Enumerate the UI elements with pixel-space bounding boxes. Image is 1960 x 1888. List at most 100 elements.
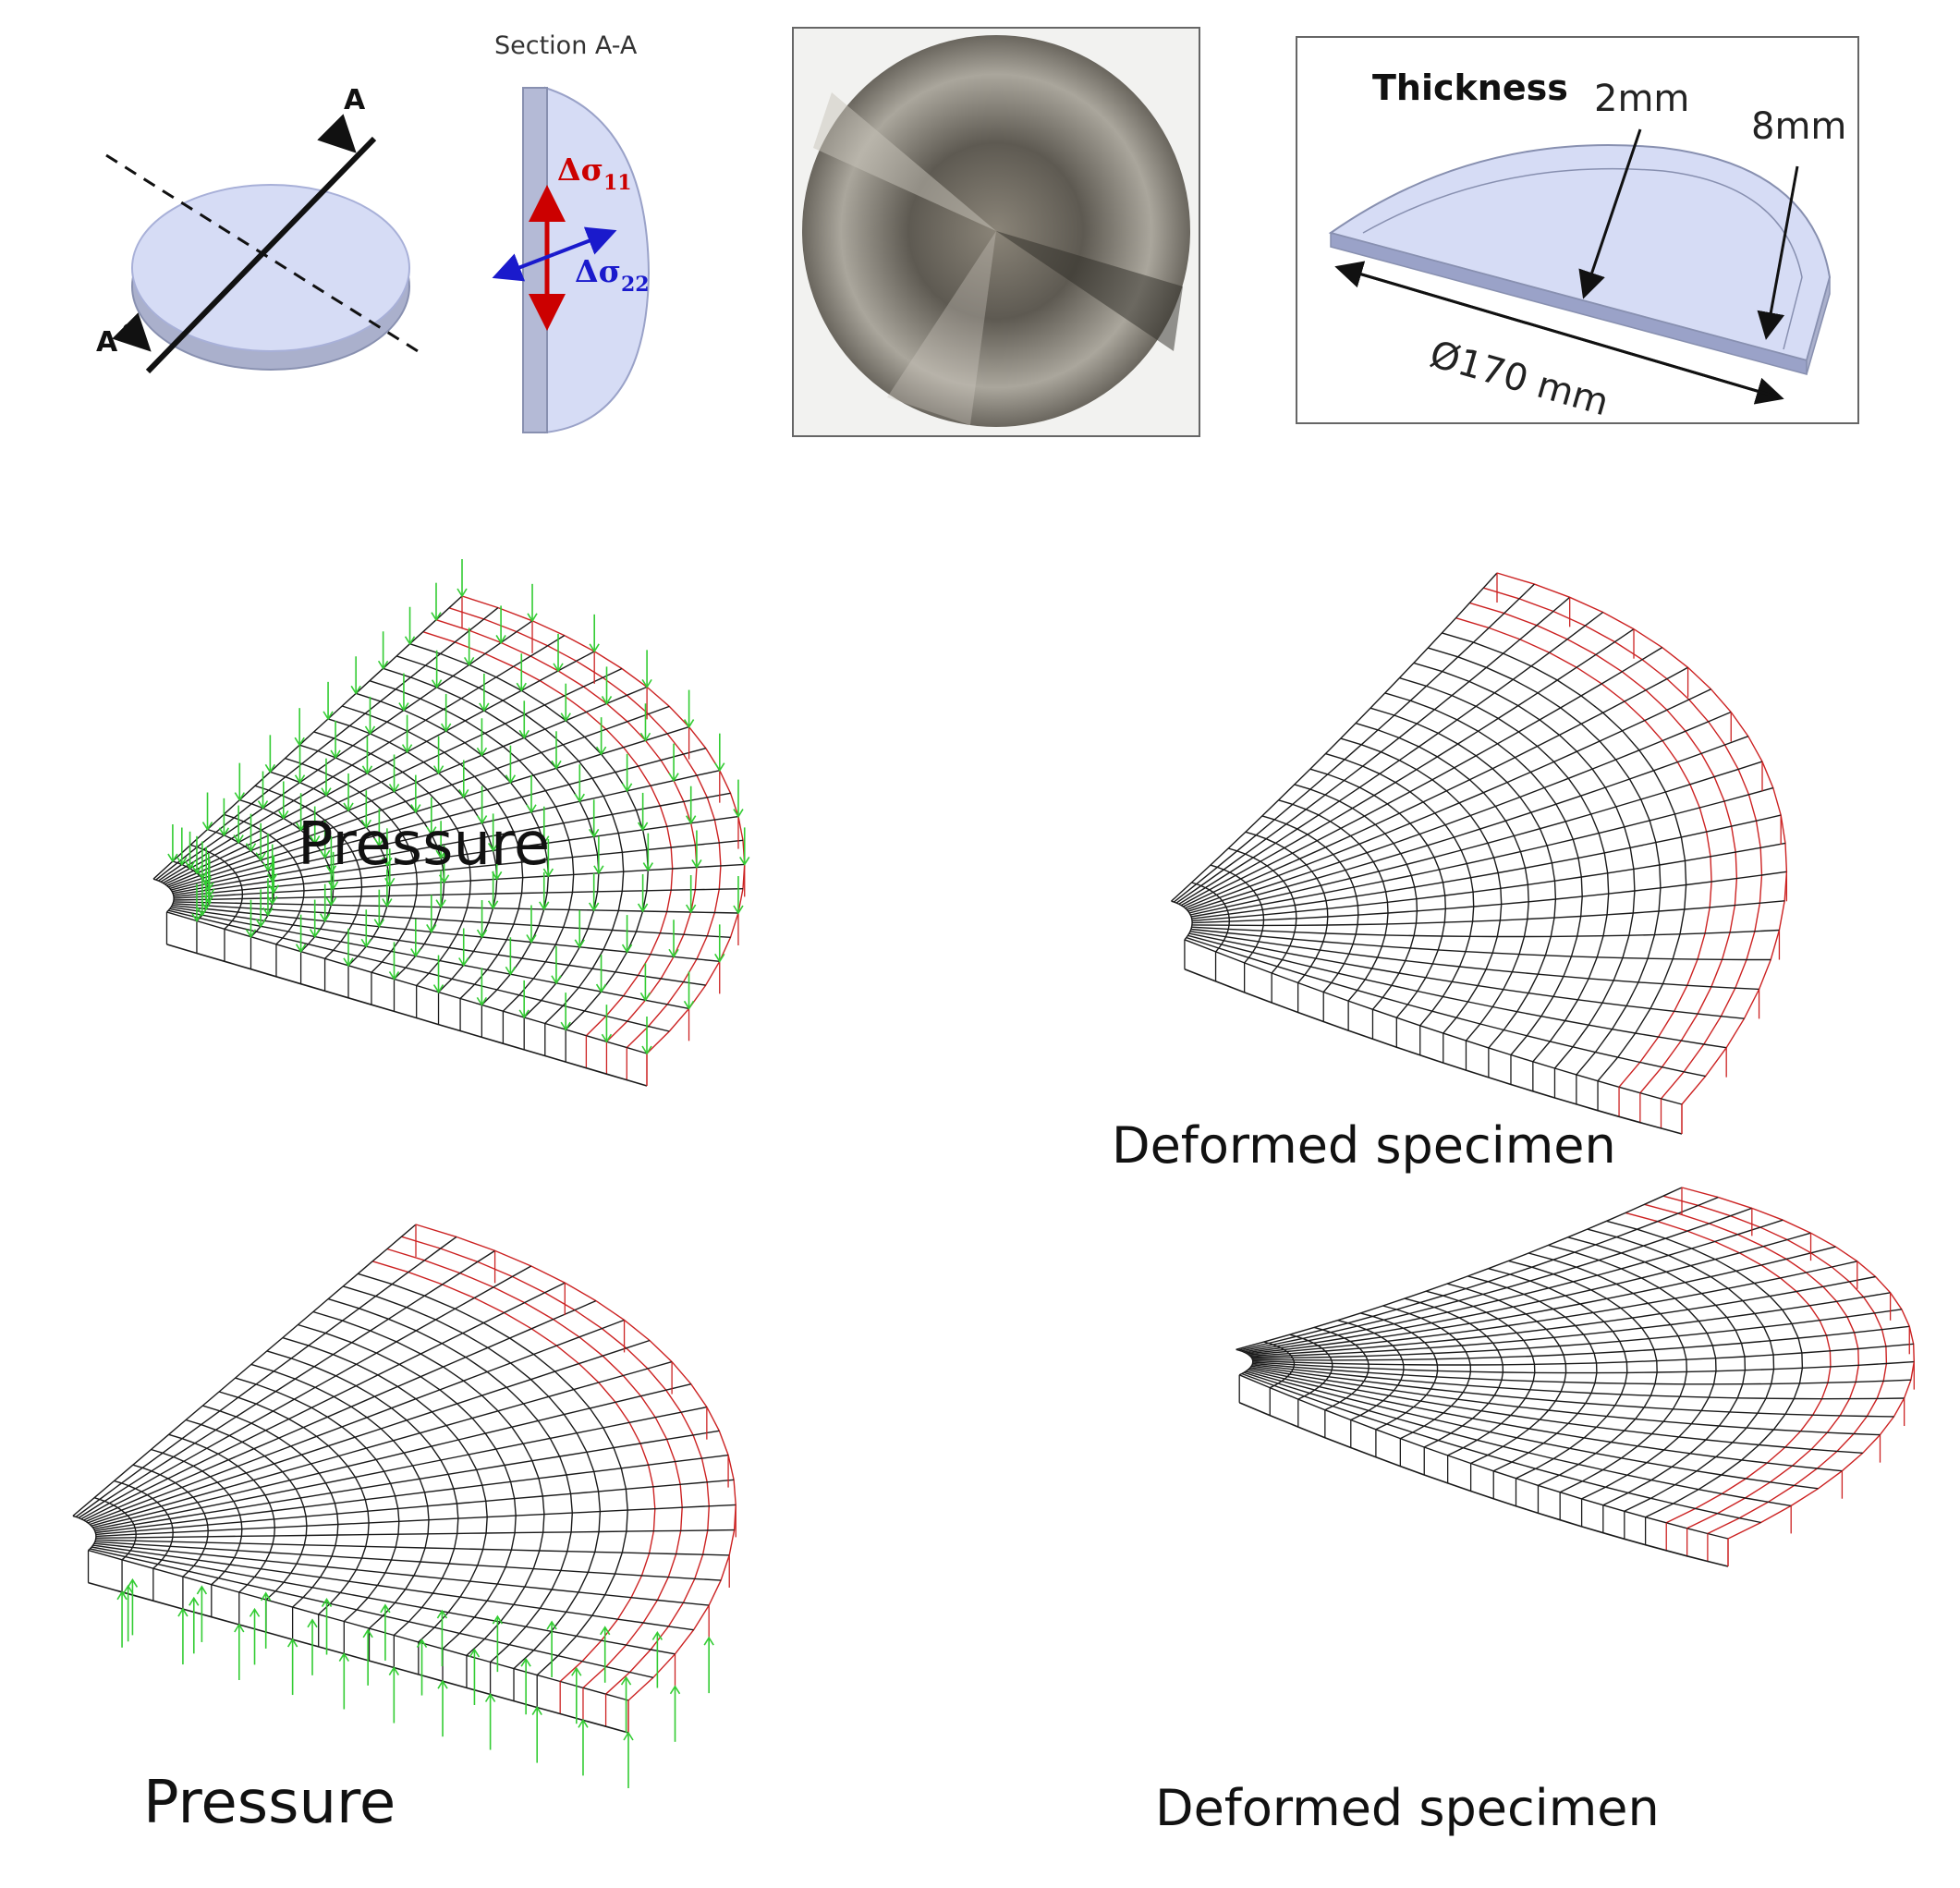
mesh-radial-line xyxy=(1238,1374,1729,1540)
pressure-arrowhead xyxy=(191,913,202,923)
pressure-arrowhead xyxy=(621,783,633,793)
edge-thickness-arrow xyxy=(1757,165,1799,340)
pressure-arrowhead xyxy=(388,784,400,794)
sigma11-subscript: 11 xyxy=(603,171,632,195)
pressure-arrowhead xyxy=(245,929,257,939)
pressure-arrowhead xyxy=(601,695,613,705)
mesh-radial-line xyxy=(1247,1369,1843,1472)
pressure-arrowhead xyxy=(526,804,537,814)
pressure-arrowhead xyxy=(589,828,600,838)
mesh-radial-line xyxy=(95,1539,730,1556)
half-disc-rim xyxy=(1806,276,1831,375)
pressure-arrowhead xyxy=(295,822,307,832)
thickness-sketch: Thickness 2mm 8mm Ø170 mm xyxy=(1296,36,1859,424)
center-thickness-arrow xyxy=(1578,128,1642,299)
pressure-arrowhead xyxy=(714,953,725,963)
cut-line xyxy=(145,136,377,374)
mesh-bottom-edge xyxy=(166,944,648,1087)
pressure-arrowhead xyxy=(295,944,307,954)
pressure-arrowhead xyxy=(560,713,571,723)
pressure-arrowhead xyxy=(641,1045,652,1055)
pressure-arrowhead xyxy=(641,678,652,688)
pressure-arrowhead xyxy=(310,929,321,939)
disc-top xyxy=(131,184,410,352)
pressure-arrowhead xyxy=(546,1620,557,1630)
pressure-arrowhead xyxy=(518,1009,530,1019)
pressure-arrowhead xyxy=(426,924,437,933)
sigma22-label: Δσ22 xyxy=(575,253,650,297)
pressure-arrowhead xyxy=(343,957,354,968)
pressure-arrowhead xyxy=(438,874,450,884)
pressure-arrowhead xyxy=(388,970,400,981)
mesh-radial-line xyxy=(1251,1309,1902,1359)
mesh-radial-line xyxy=(1238,1196,1719,1351)
pressure-arrowhead xyxy=(683,1000,695,1010)
pressure-arrowhead xyxy=(527,613,538,623)
pressure-arrowhead xyxy=(589,902,600,912)
pressure-arrowhead xyxy=(321,1598,333,1607)
sigma22-arrow-right xyxy=(554,226,617,256)
cut-label-top: A xyxy=(344,84,366,116)
pressure-arrowhead xyxy=(479,702,490,713)
pressure-arrowhead xyxy=(476,996,488,1006)
pressure-arrowhead xyxy=(261,1591,272,1602)
mesh-radial-line xyxy=(1247,1246,1836,1355)
pressure-arrowhead xyxy=(234,792,245,802)
pressure-arrowhead xyxy=(595,746,607,756)
pressure-arrowhead xyxy=(362,1628,373,1638)
pressure-arrowhead xyxy=(463,656,475,666)
pressure-arrowhead xyxy=(651,1631,663,1640)
pressure-arrowhead xyxy=(294,737,305,747)
mesh-radial-line xyxy=(1186,688,1711,910)
mesh-radial-line xyxy=(152,595,463,880)
pressure-arrowhead xyxy=(518,729,530,739)
mesh-radial-line xyxy=(1251,1365,1894,1418)
mesh-radial-line xyxy=(158,620,533,882)
mesh-radial-line xyxy=(95,1529,735,1539)
mesh-bottom-edge xyxy=(1184,968,1683,1135)
cut-arrow-top xyxy=(317,114,357,153)
pressure-arrowhead xyxy=(255,852,266,862)
pressure-arrowhead xyxy=(278,810,289,820)
mesh-radial-line xyxy=(95,1454,729,1534)
mesh-radial-line xyxy=(173,815,739,896)
pressure-arrowhead xyxy=(431,679,443,689)
pressure-arrowhead xyxy=(410,948,421,958)
pressure-arrowhead xyxy=(364,725,376,736)
pressure-arrowhead xyxy=(388,1666,400,1675)
photo-reflection-2 xyxy=(996,231,1183,351)
pressure-arrowhead xyxy=(330,749,341,760)
half-disc-top xyxy=(1328,143,1832,362)
pressure-arrowhead xyxy=(668,948,679,958)
mesh-radial-line xyxy=(174,863,745,899)
pressure-arrowhead xyxy=(440,723,452,733)
pressure-arrowhead xyxy=(382,898,393,908)
pressure-arrowhead xyxy=(320,849,331,859)
mesh-bottom-edge xyxy=(1238,1402,1729,1567)
mesh-radial-line xyxy=(1184,939,1683,1105)
pressure-arrowhead xyxy=(249,1607,261,1617)
pressure-arrowhead xyxy=(177,1607,189,1617)
pressure-arrowhead xyxy=(127,1577,139,1588)
pressure-arrowhead xyxy=(437,1679,448,1689)
pressure-arrowhead xyxy=(469,1648,481,1658)
pressure-arrowhead xyxy=(436,1609,448,1619)
mesh-radial-line xyxy=(1248,1368,1863,1454)
mesh-ring-line xyxy=(1467,1275,1598,1472)
pressure-arrowhead xyxy=(520,1657,531,1667)
mesh-radial-line xyxy=(1252,1362,1911,1385)
pressure-arrowhead xyxy=(492,871,503,881)
cut-label-bottom: A xyxy=(96,326,118,359)
pressure-arrowhead xyxy=(373,837,385,847)
mesh-radial-line xyxy=(1252,1360,1915,1374)
pressure-arrowhead xyxy=(323,711,334,721)
mesh-radial-line xyxy=(1190,761,1763,916)
mesh-radial-line xyxy=(1190,928,1771,961)
pressure-arrowhead xyxy=(492,1614,504,1625)
pressure-arrowhead xyxy=(432,984,444,994)
symmetry-line xyxy=(105,153,426,358)
deformed-label-bottom: Deformed specimen xyxy=(1155,1779,1660,1837)
mesh-radial-line xyxy=(169,907,689,1010)
pressure-arrowhead xyxy=(739,856,750,866)
